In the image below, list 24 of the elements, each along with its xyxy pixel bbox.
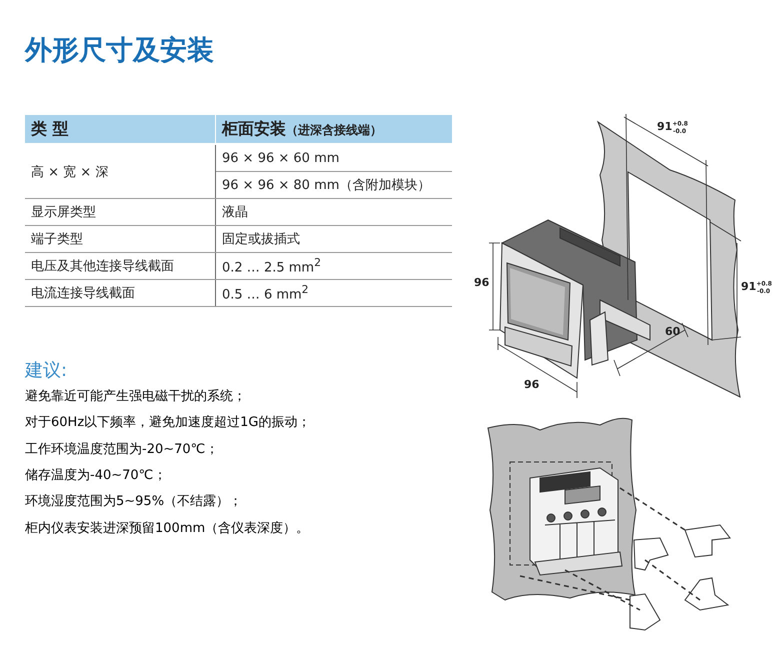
section-heading: 建议: — [25, 359, 68, 382]
note-text: 工作环境温度范围为-20~70℃； — [25, 441, 218, 458]
note-text: 柜内仪表安装进深预留100mm（含仪表深度）。 — [25, 520, 310, 537]
table-cell: 0.5 … 6 mm$^{2}$ — [216, 280, 452, 306]
note-text: 环境湿度范围为5~95%（不结露）； — [25, 493, 242, 510]
header-cell: 柜面安装（进深含接线端） — [216, 115, 452, 144]
note-text: 储存温度为-40~70℃； — [25, 467, 166, 484]
table-cell: 高 × 宽 × 深 — [25, 144, 216, 198]
note-text: 避免靠近可能产生强电磁干扰的系统； — [25, 388, 246, 405]
table-cell: 端子类型 — [25, 226, 216, 252]
page-title: 外形尺寸及安装 — [25, 34, 214, 68]
table-cell: 液晶 — [216, 198, 452, 226]
dimension-label: 60 — [665, 325, 680, 338]
header-cell: 类 型 — [25, 115, 216, 144]
note-text: 对于60Hz以下频率，避免加速度超过1G的振动； — [25, 414, 310, 431]
dimension-label: 96 — [524, 378, 540, 391]
table-cell: 显示屏类型 — [25, 198, 216, 226]
table-cell: 电流连接导线截面 — [25, 280, 216, 306]
table-cell: 0.2 … 2.5 mm$^{2}$ — [216, 252, 452, 280]
table-cell: 96 × 96 × 80 mm（含附加模块） — [216, 172, 452, 198]
table-cell: 固定或拔插式 — [216, 226, 452, 252]
table-cell: 96 × 96 × 60 mm — [216, 144, 452, 172]
dimension-label: 96 — [474, 276, 490, 289]
table-cell: 电压及其他连接导线截面 — [25, 252, 216, 280]
